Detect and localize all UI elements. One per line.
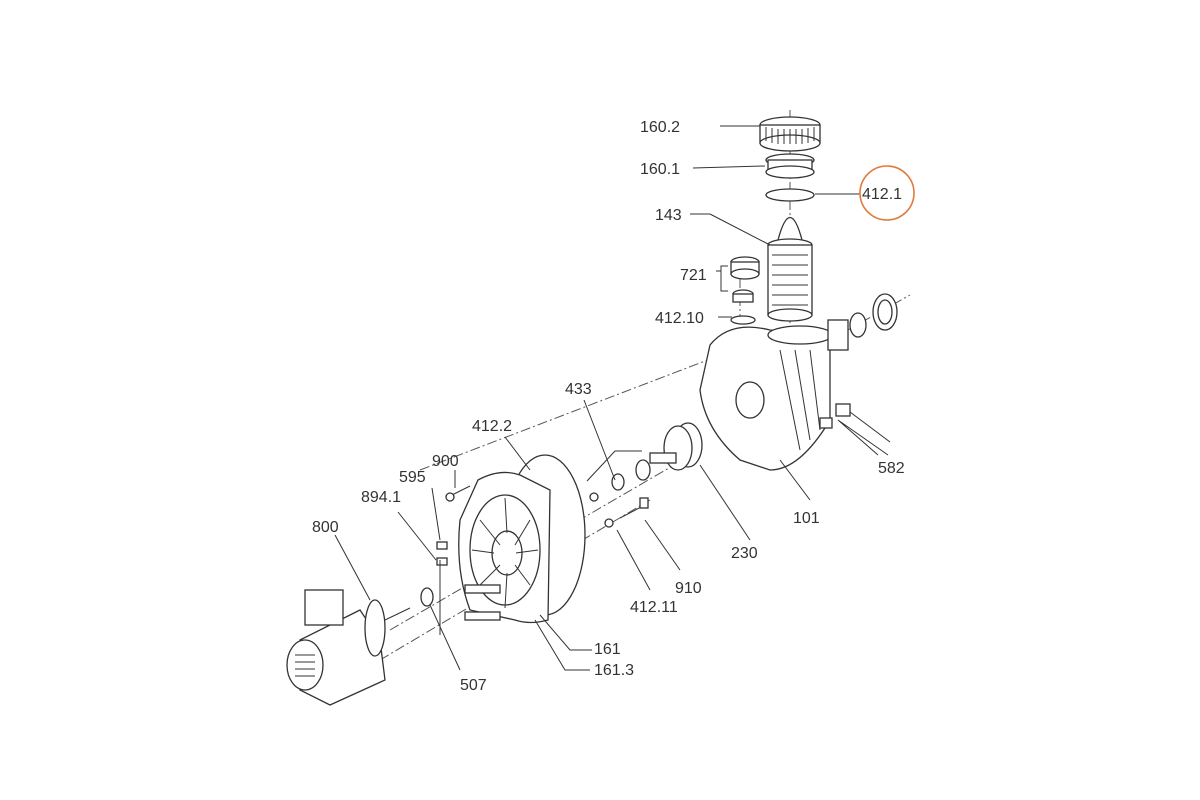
strainer-basket-143[interactable] [767, 217, 813, 322]
label-412-1[interactable]: 412.1 [862, 186, 902, 203]
label-800[interactable]: 800 [312, 519, 339, 536]
label-721[interactable]: 721 [680, 267, 707, 284]
label-412-10[interactable]: 412.10 [655, 310, 704, 327]
bracket-161[interactable] [458, 471, 551, 624]
label-161[interactable]: 161 [594, 641, 621, 658]
slinger-507[interactable] [420, 587, 434, 607]
label-595[interactable]: 595 [399, 469, 426, 486]
impeller-230[interactable] [649, 422, 703, 471]
seal-433[interactable] [611, 459, 651, 491]
pump-housing-101[interactable] [699, 319, 849, 471]
label-900[interactable]: 900 [432, 453, 459, 470]
drain-plugs-582[interactable] [819, 403, 851, 429]
union-fitting[interactable] [849, 293, 898, 338]
o-ring-412-10[interactable] [730, 315, 756, 325]
part-labels: 160.2 160.1 412.1 143 721 412.10 433 412… [312, 119, 915, 694]
lid-160-1[interactable] [765, 153, 815, 179]
key-595[interactable] [436, 541, 448, 550]
vent-plug-721[interactable] [730, 256, 760, 303]
bolt-910[interactable] [619, 497, 649, 519]
label-507[interactable]: 507 [460, 677, 487, 694]
label-160-2[interactable]: 160.2 [640, 119, 680, 136]
motor-800[interactable] [286, 589, 411, 706]
label-161-3[interactable]: 161.3 [594, 662, 634, 679]
label-433[interactable]: 433 [565, 381, 592, 398]
label-143[interactable]: 143 [655, 207, 682, 224]
label-160-1[interactable]: 160.1 [640, 161, 680, 178]
label-894-1[interactable]: 894.1 [361, 489, 401, 506]
lid-nut-160-2[interactable] [759, 116, 821, 152]
label-101[interactable]: 101 [793, 510, 820, 527]
label-230[interactable]: 230 [731, 545, 758, 562]
label-582[interactable]: 582 [878, 460, 905, 477]
key-894-1[interactable] [436, 557, 448, 566]
label-412-11[interactable]: 412.11 [630, 599, 678, 616]
label-412-2[interactable]: 412.2 [472, 418, 512, 435]
o-ring-412-1[interactable] [765, 188, 815, 202]
o-ring-433[interactable] [589, 492, 599, 502]
leader-lines [334, 125, 891, 671]
highlight-circle [859, 165, 915, 221]
label-910[interactable]: 910 [675, 580, 702, 597]
screw-900[interactable] [445, 485, 471, 502]
o-ring-412-11[interactable] [604, 518, 614, 528]
